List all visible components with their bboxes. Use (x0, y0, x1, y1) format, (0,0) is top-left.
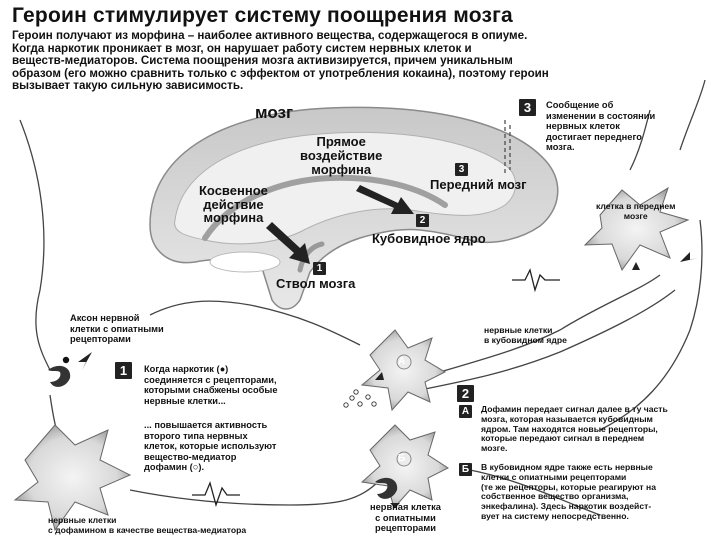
indirect-action-label: Косвенное действие морфина (199, 184, 268, 225)
arrow-direct-action (356, 185, 414, 214)
text-line: нервные клетки... (144, 395, 226, 406)
label-line: морфина (311, 162, 372, 177)
intro-paragraph: Героин получают из морфина – наиболее ак… (12, 29, 712, 93)
text-line: мозге. (481, 443, 508, 454)
badge-3: 3 (455, 163, 468, 176)
forebrain-cell-label: клетка в переднем мозге (596, 201, 676, 222)
text-line: которые передают сигнал в переднем (481, 433, 645, 444)
text-line: второго типа нервных (144, 430, 248, 441)
dopamine-cells-label: нервные клетки с дофамином в качестве ве… (48, 515, 247, 536)
cell-a-label: А (398, 356, 406, 367)
opiate-cell-label: нервная клетка с опиатными рецепторами (370, 502, 441, 534)
step2b-text: В кубовидном ядре также есть нервные кле… (481, 462, 656, 522)
text-line: (те же рецепторы, которые реагируют на (481, 481, 656, 492)
caudate-cell-a (360, 329, 447, 412)
text-line: рецепторами (375, 523, 436, 534)
text-line: нервные клетки (48, 515, 117, 525)
text-line: вещество-медиатор (144, 451, 237, 462)
text-line: в кубовидном ядре (484, 334, 567, 345)
label-line: Прямое (316, 134, 366, 149)
intro-line: веществ-медиаторов. Система поощрения мо… (12, 54, 513, 68)
text-line: нервные клетки (484, 325, 553, 335)
text-line: изменении в состоянии (546, 110, 656, 121)
text-line: В кубовидном ядре также есть нервные (481, 462, 653, 472)
text-line: Сообщение об (546, 100, 614, 110)
caudate-label: Кубовидное ядро (372, 231, 486, 246)
label-line: Косвенное (199, 183, 268, 198)
text-line: мозге (623, 210, 648, 221)
text-line: которыми снабжены особые (144, 385, 278, 396)
text-line: вует на систему непосредственно. (481, 510, 629, 521)
text-line: с опиатными (375, 512, 436, 523)
text-line: мозга, которая называется кубовидным (481, 413, 653, 424)
direct-action-label: Прямое воздействие морфина (300, 135, 382, 177)
step3-badge: 3 (519, 99, 536, 116)
forebrain-label: Передний мозг (430, 177, 527, 192)
text-line: клетки с опиатными (70, 323, 164, 334)
intro-line: Героин получают из морфина – наиболее ак… (12, 29, 528, 42)
step1-text: Когда наркотик (●) соединяется с рецепто… (144, 364, 278, 406)
intro-line: образом (его можно сравнить только с эфф… (12, 66, 549, 80)
step2a-text: Дофамин передает сигнал далее в ту часть… (481, 404, 668, 454)
step1-text2: ... повышается активность второго типа н… (144, 420, 276, 473)
arrow-indirect-action (266, 222, 310, 264)
text-line: собственное вещество организма, (481, 491, 629, 502)
label-line: действие (203, 196, 264, 212)
text-line: клетка в переднем (596, 201, 676, 211)
caudate-cell-b (360, 424, 450, 510)
text-line: нервных клеток (546, 121, 620, 132)
brain-label: мозг (255, 103, 294, 122)
text-line: ... повышается активность (144, 420, 268, 430)
text-line: клетки с опиатными рецепторами (481, 471, 627, 482)
text-line: ядром. Там находятся новые рецепторы, (481, 423, 658, 434)
text-line: мозга. (546, 142, 575, 153)
brainstem-label: Ствол мозга (276, 276, 356, 291)
axon-label: Аксон нервной клетки с опиатными рецепто… (70, 313, 164, 345)
text-line: Дофамин передает сигнал далее в ту часть (481, 404, 668, 414)
opiate-receptor-icon (375, 477, 398, 499)
badge-1: 1 (313, 262, 326, 275)
signal-spike-icon (192, 481, 240, 508)
brain-illustration (149, 106, 559, 310)
label-line: воздействие (300, 148, 383, 163)
caudate-cells-label: нервные клетки в кубовидном ядре (484, 325, 567, 346)
step1-badge: 1 (115, 362, 132, 379)
pointer-arrows (78, 252, 698, 508)
label-line: морфина (203, 210, 264, 225)
signal-dashes (504, 120, 511, 175)
step2-badge: 2 (457, 385, 474, 402)
step2b-badge: Б (459, 463, 472, 476)
text-line: клеток, которые используют (144, 441, 277, 452)
cell-b-label: Б (398, 453, 406, 464)
dopamine-cell (13, 424, 132, 532)
page-title: Героин стимулирует систему поощрения моз… (12, 4, 513, 27)
step2a-badge: А (459, 405, 472, 418)
intro-line: Когда наркотик проникает в мозг, он нару… (12, 41, 472, 55)
text-line: с дофамином в качестве вещества-медиатор… (48, 524, 247, 535)
text-line: Когда наркотик (●) (144, 364, 229, 374)
text-line: дофамин (○). (144, 462, 205, 473)
text-line: нервная клетка (370, 502, 441, 512)
signal-spike-icon (512, 268, 560, 293)
step3-text: Сообщение об изменении в состоянии нервн… (546, 100, 655, 153)
text-line: энкефалина). Здесь наркотик воздейст- (481, 501, 652, 512)
text-line: рецепторами (70, 334, 131, 345)
intro-line: вызывает такую сильную зависимость. (12, 79, 244, 93)
dopamine-molecules-icon (343, 389, 377, 408)
text-line: достигает переднего (546, 131, 642, 142)
text-line: Аксон нервной (70, 313, 140, 323)
opiate-receptor-icon (48, 356, 71, 387)
text-line: соединяется с рецепторами, (144, 374, 277, 385)
badge-2: 2 (416, 214, 429, 227)
forebrain-cell (583, 186, 690, 272)
